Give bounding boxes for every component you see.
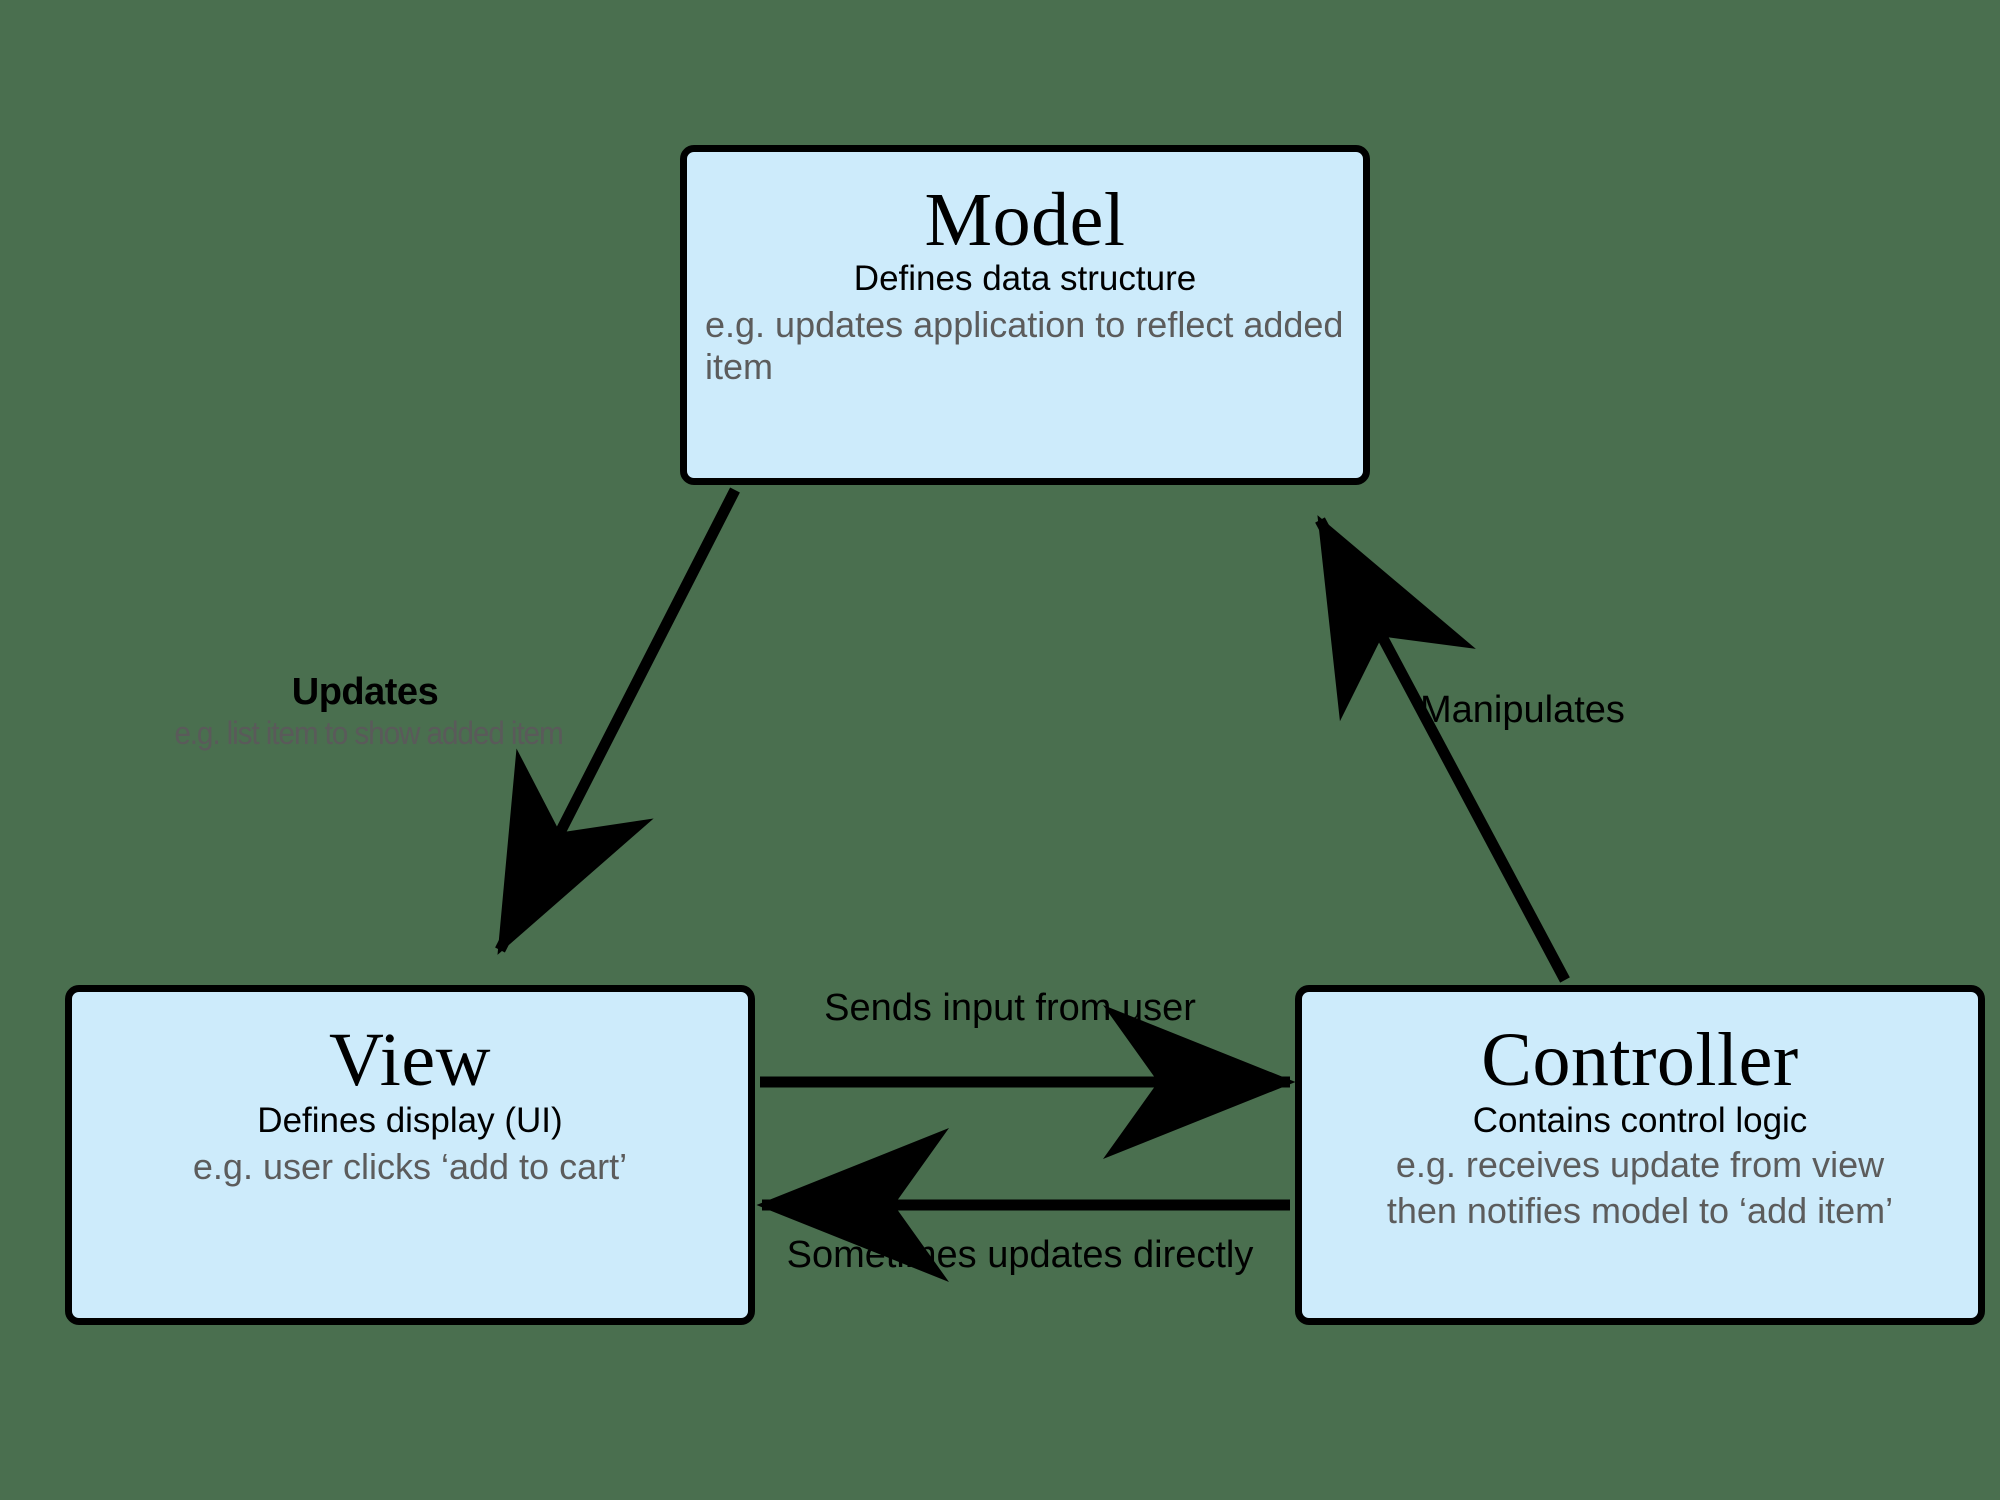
edge-model-to-view [495,487,740,955]
node-controller-example-line1: e.g. receives update from view [1395,1143,1885,1185]
node-controller[interactable]: Controller Contains control logic e.g. r… [1295,985,1985,1325]
edge-label-sends-input: Sends input from user [800,987,1220,1030]
node-controller-example-line2: then notifies model to ‘add item’ [1386,1190,1894,1232]
edge-label-sometimes-updates: Sometimes updates directly [775,1234,1265,1277]
edge-label-manipulates: Manipulates [1420,689,1720,732]
node-model[interactable]: Model Defines data structure e.g. update… [680,145,1370,485]
edge-label-updates-main: Updates [291,671,439,713]
edge-label-sends-input-main: Sends input from user [824,987,1196,1029]
node-model-subtitle: Defines data structure [853,259,1197,298]
edge-label-sometimes-updates-main: Sometimes updates directly [786,1234,1254,1276]
node-view[interactable]: View Defines display (UI) e.g. user clic… [65,985,755,1325]
edge-controller-to-model [1315,515,1570,983]
edge-label-updates: Updates e.g. list item to show added ite… [160,671,570,752]
node-controller-subtitle: Contains control logic [1472,1101,1808,1140]
node-model-title: Model [924,178,1126,262]
edge-label-updates-sub: e.g. list item to show added item [174,714,563,751]
node-model-example: e.g. updates application to reflect adde… [705,303,1344,388]
edge-label-manipulates-main: Manipulates [1420,689,1625,731]
node-view-example: e.g. user clicks ‘add to cart’ [192,1145,628,1187]
node-view-title: View [328,1018,492,1102]
node-controller-title: Controller [1481,1018,1799,1102]
node-view-subtitle: Defines display (UI) [257,1101,563,1140]
